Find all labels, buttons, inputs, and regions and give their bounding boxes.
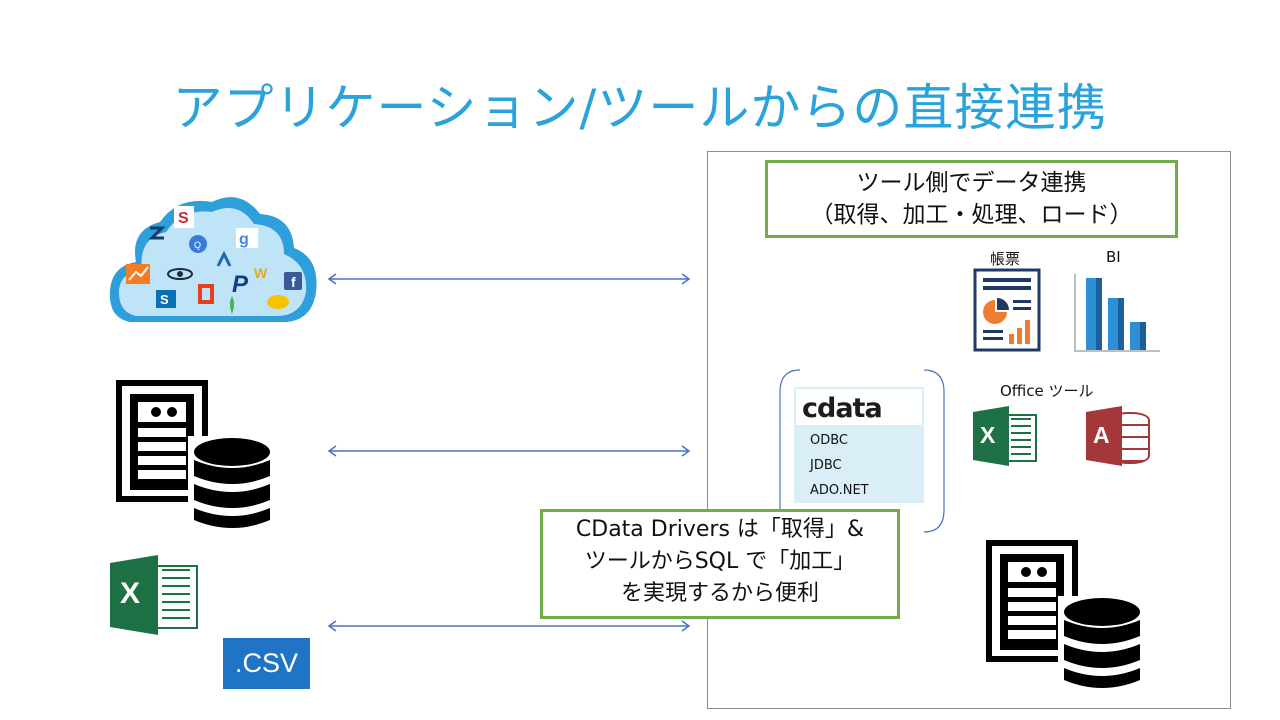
svg-text:S: S bbox=[178, 210, 189, 227]
connection-arrows bbox=[327, 273, 691, 632]
cdata-drivers-card: cdata ODBC JDBC ADO.NET bbox=[794, 387, 924, 503]
excel-file-icon: X bbox=[110, 555, 198, 635]
csv-file-icon: .CSV bbox=[223, 638, 310, 689]
cloud-services-icon: S Q g P W f S bbox=[109, 197, 317, 322]
cdata-benefit-note: CData Drivers は「取得」& ツールからSQL で「加工」 を実現す… bbox=[540, 509, 900, 619]
svg-text:S: S bbox=[160, 292, 169, 307]
tool-note-line1: ツール側でデータ連携 bbox=[856, 170, 1087, 196]
excel-tool-letter: X bbox=[980, 422, 996, 448]
page-title: アプリケーション/ツールからの直接連携 bbox=[172, 79, 1108, 137]
cdata-logo: cdata bbox=[802, 393, 883, 424]
access-tool-icon: A bbox=[1086, 406, 1150, 466]
cdata-note-line2: ツールからSQL で「加工」 bbox=[584, 549, 856, 574]
svg-text:g: g bbox=[239, 231, 249, 248]
report-icon bbox=[973, 268, 1041, 352]
tool-note-line2: （取得、加工・処理、ロード） bbox=[810, 202, 1133, 228]
bi-label: BI bbox=[1106, 248, 1121, 266]
tool-integration-note: ツール側でデータ連携 （取得、加工・処理、ロード） bbox=[765, 160, 1178, 238]
cdata-logo-band: cdata bbox=[794, 387, 924, 427]
driver-jdbc: JDBC bbox=[810, 458, 842, 473]
tool-panel bbox=[707, 151, 1231, 709]
bi-chart-icon bbox=[1074, 274, 1160, 352]
target-database-icon bbox=[986, 540, 1144, 696]
excel-letter: X bbox=[120, 577, 141, 610]
access-tool-letter: A bbox=[1093, 422, 1110, 448]
svg-text:f: f bbox=[291, 274, 296, 290]
driver-odbc: ODBC bbox=[810, 433, 849, 448]
svg-text:W: W bbox=[254, 265, 268, 281]
cdata-note-line3: を実現するから便利 bbox=[620, 581, 819, 606]
svg-text:Q: Q bbox=[194, 240, 201, 250]
report-label: 帳票 bbox=[990, 250, 1021, 268]
driver-adonet: ADO.NET bbox=[810, 483, 869, 498]
server-database-icon bbox=[116, 380, 274, 536]
excel-tool-icon: X bbox=[973, 406, 1037, 466]
svg-text:P: P bbox=[232, 271, 249, 298]
office-tools-label: Office ツール bbox=[1000, 382, 1094, 400]
cdata-note-line1: CData Drivers は「取得」& bbox=[575, 517, 865, 542]
